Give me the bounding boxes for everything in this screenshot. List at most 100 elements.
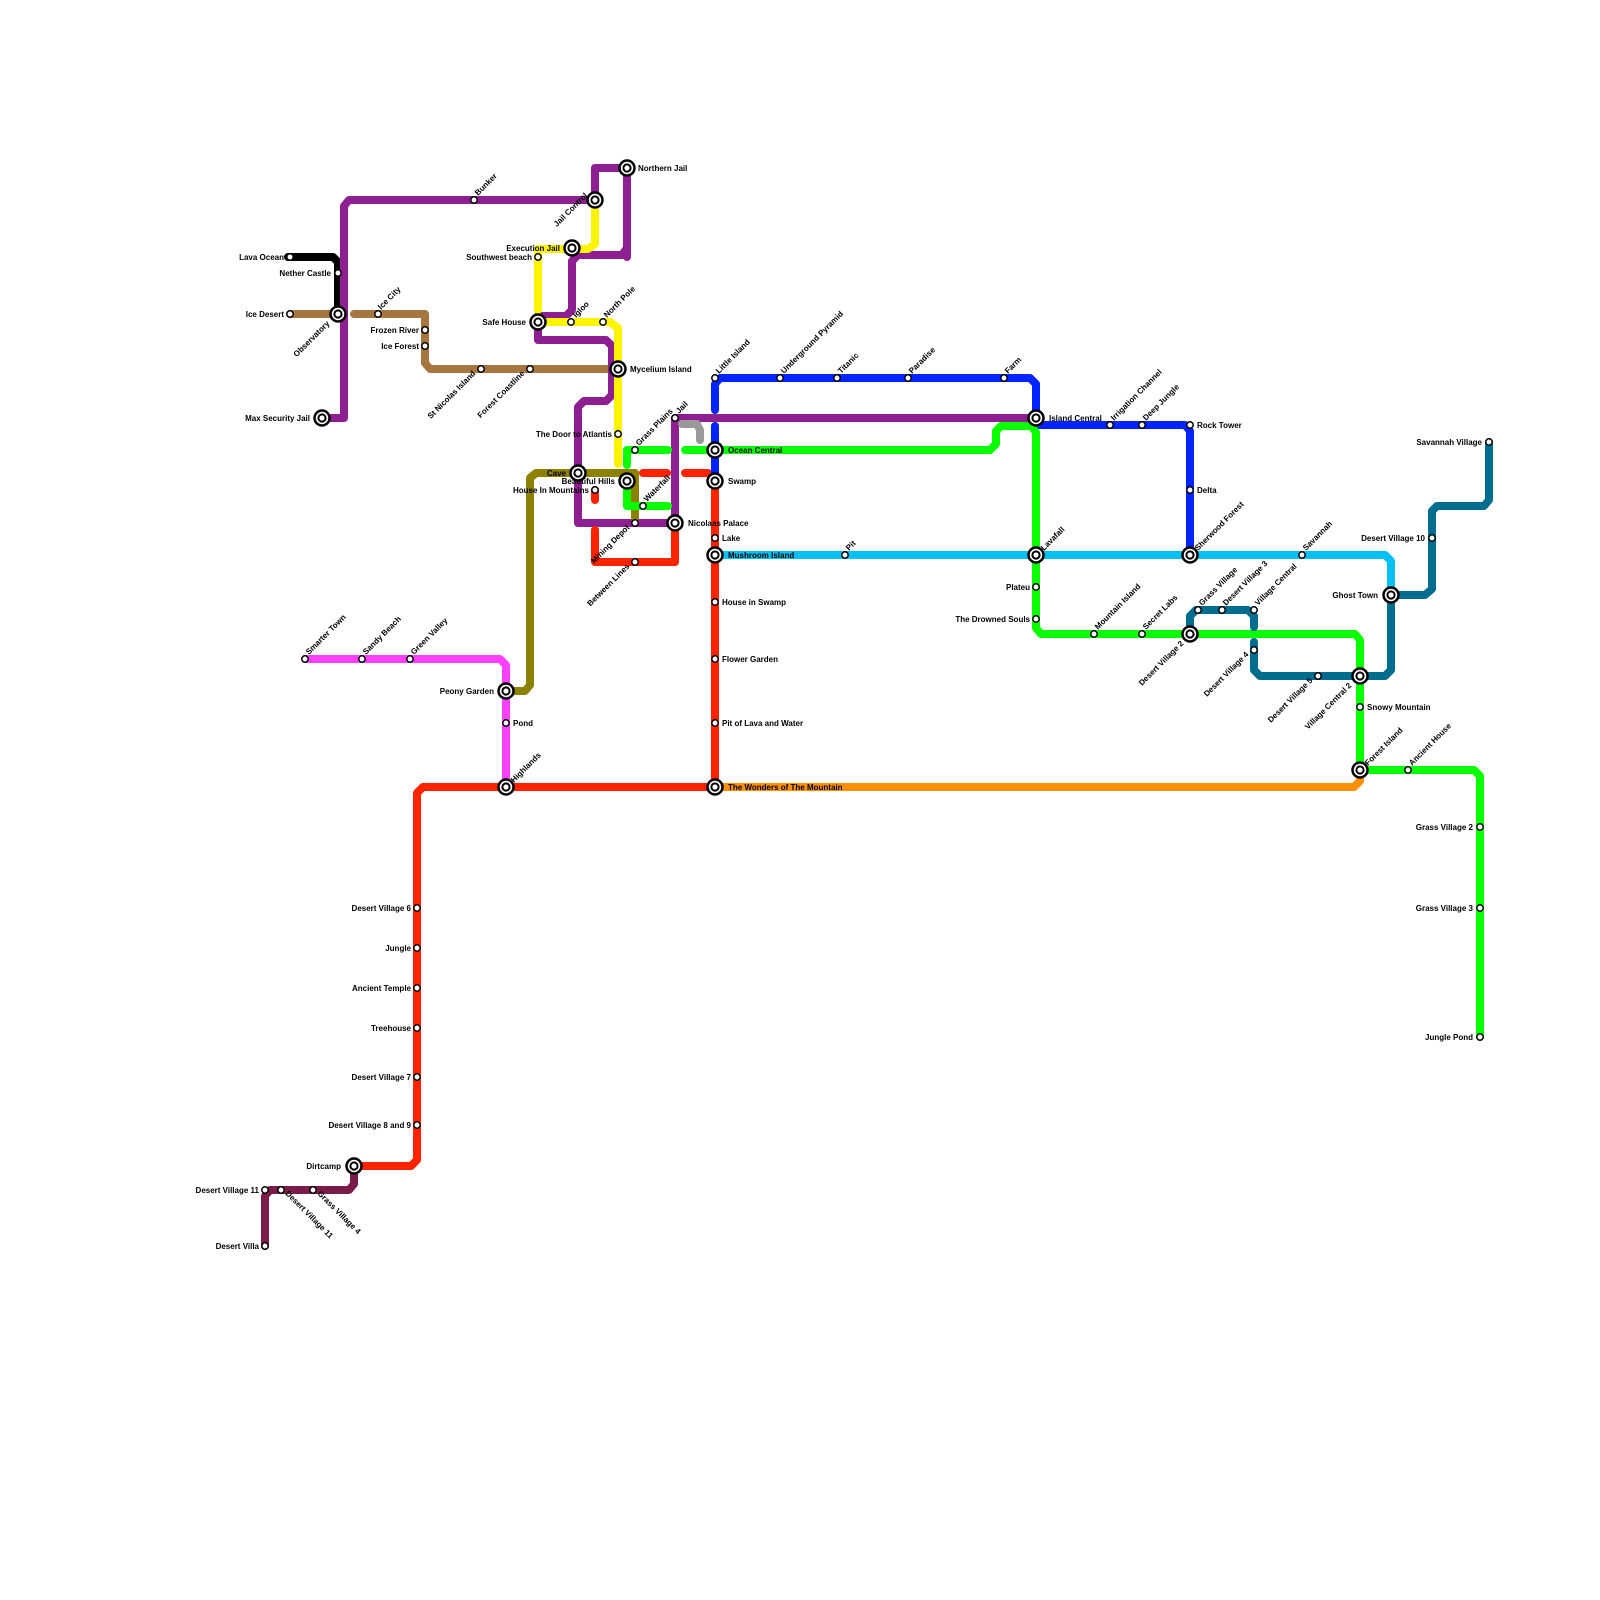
maroon-line (261, 1162, 358, 1250)
stop-marker (309, 1186, 317, 1194)
station-label: Max Security Jail (245, 414, 310, 423)
stop-marker (591, 486, 599, 494)
station-label: Grass Village 2 (1416, 823, 1474, 832)
station-label: Smarter Town (304, 613, 348, 657)
stop-marker (833, 374, 841, 382)
stop-marker (1186, 421, 1194, 429)
station-label: Desert Village 10 (1361, 534, 1425, 543)
station-southwest-beach: Southwest beach (466, 253, 542, 262)
station-grass-village-2: Grass Village 2 (1416, 823, 1484, 832)
station-label: Peony Garden (440, 687, 494, 696)
stop-marker (301, 655, 309, 663)
stop-marker (413, 1073, 421, 1081)
green-line-waterfall (623, 486, 672, 510)
station-label: Jail (674, 400, 690, 416)
station-flower-garden: Flower Garden (711, 655, 778, 664)
stop-marker (904, 374, 912, 382)
stop-marker (526, 365, 534, 373)
station-label: Flower Garden (722, 655, 778, 664)
station-pond: Pond (502, 719, 533, 728)
interchange-center (613, 364, 623, 374)
station-label: Green Valley (409, 616, 450, 657)
station-ancient-house: Ancient House (1404, 721, 1453, 774)
teal-line (1356, 438, 1493, 680)
station-underground-pyramid: Underground Pyramid (776, 309, 845, 382)
station-delta: Delta (1186, 486, 1217, 495)
station-label: Delta (1197, 486, 1217, 495)
station-label: Desert Village 4 (1202, 650, 1251, 699)
interchange-center (1355, 671, 1365, 681)
interchange-center (573, 468, 583, 478)
stop-marker (534, 253, 542, 261)
stop-marker (1298, 551, 1306, 559)
station-label: Titanic (836, 351, 861, 376)
station-label: Dirtcamp (306, 1162, 341, 1171)
purple-line-east (671, 414, 1042, 527)
station-label: Cave (547, 469, 567, 478)
stop-marker (286, 253, 294, 261)
station-label: Lavafall (1039, 525, 1066, 552)
station-label: Ancient Temple (352, 984, 412, 993)
stop-marker (1186, 486, 1194, 494)
station-peony-garden: Peony Garden (440, 682, 515, 700)
station-label: Little Island (714, 338, 752, 376)
station-jungle: Jungle (385, 944, 421, 953)
station-smarter-town: Smarter Town (301, 613, 348, 663)
station-max-security-jail: Max Security Jail (245, 409, 331, 427)
station-label: Between Lines (585, 562, 631, 608)
teal-line-loop-2 (1250, 638, 1364, 680)
station-mushroom-island: Mushroom Island (706, 546, 794, 564)
station-desert-villa: Desert Villa (216, 1242, 269, 1251)
station-label: Desert Village 2 (1137, 639, 1186, 688)
routes-layer (261, 164, 1493, 1250)
station-pit-of-lava-and-water: Pit of Lava and Water (711, 719, 803, 728)
stop-marker (671, 414, 679, 422)
stop-marker (261, 1186, 269, 1194)
stop-marker (413, 944, 421, 952)
stop-marker (631, 446, 639, 454)
station-label: Forest Island (1363, 726, 1405, 768)
stop-marker (413, 1024, 421, 1032)
red-line-main (350, 783, 719, 1170)
stop-marker (1428, 534, 1436, 542)
station-label: Safe House (482, 318, 526, 327)
interchange-center (1185, 629, 1195, 639)
station-label: Jungle Pond (1425, 1033, 1473, 1042)
interchange-center (1031, 413, 1041, 423)
station-label: Pit of Lava and Water (722, 719, 803, 728)
stop-marker (1476, 823, 1484, 831)
station-house-in-mountains: House In Mountains (513, 486, 599, 495)
station-plateu: Plateu (1006, 583, 1040, 592)
station-label: Farm (1003, 355, 1023, 375)
stop-marker (1032, 615, 1040, 623)
station-label: Savannah (1301, 519, 1334, 552)
station-the-wonders-of-the-mountain: The Wonders of The Mountain (706, 778, 843, 796)
station-label: Savannah Village (1416, 438, 1482, 447)
station-label: Plateu (1006, 583, 1030, 592)
station-label: North Pole (602, 284, 637, 319)
station-irrigation-channel: Irrigation Channel (1106, 368, 1164, 429)
station-ice-forest: Ice Forest (381, 342, 429, 351)
stop-marker (1138, 421, 1146, 429)
stop-marker (711, 719, 719, 727)
stop-marker (1404, 766, 1412, 774)
stop-marker (502, 719, 510, 727)
station-label: House in Swamp (722, 598, 786, 607)
interchange-center (622, 163, 632, 173)
station-label: Desert Village 8 and 9 (328, 1121, 411, 1130)
stop-marker (1194, 606, 1202, 614)
station-label: Ocean Central (728, 446, 782, 455)
stop-marker (277, 1186, 285, 1194)
stop-marker (1356, 703, 1364, 711)
station-label: Observatory (292, 319, 332, 359)
green-line-central (623, 446, 672, 469)
station-nether-castle: Nether Castle (279, 269, 342, 278)
station-cave: Cave (547, 464, 587, 482)
interchange-center (710, 476, 720, 486)
station-label: Island Central (1049, 414, 1102, 423)
station-grass-village-3: Grass Village 3 (1416, 904, 1484, 913)
gray-line (678, 420, 704, 444)
stop-marker (599, 318, 607, 326)
